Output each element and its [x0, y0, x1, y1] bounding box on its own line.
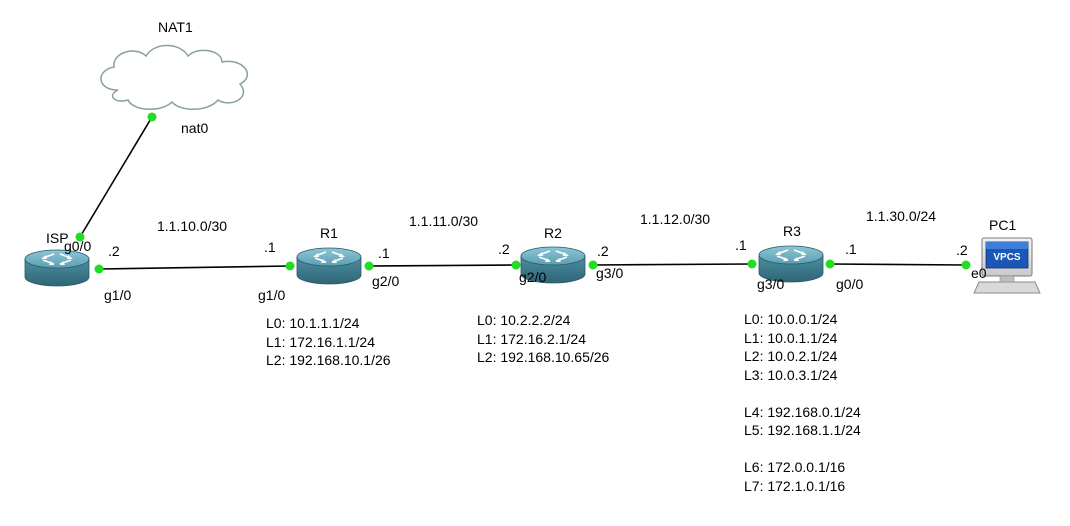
loopback-entry: L6: 172.0.0.1/16	[744, 459, 846, 475]
link-isp-r1[interactable]	[98, 265, 291, 270]
r3-g0-0-label: g0/0	[836, 276, 864, 292]
pc1-e0-label: e0	[971, 265, 987, 281]
r1-router-icon[interactable]	[296, 247, 362, 285]
loopback-entry: L1: 10.0.1.1/24	[744, 329, 838, 346]
nat-cloud-icon[interactable]	[100, 44, 248, 110]
port-r2-g2-0[interactable]	[511, 260, 521, 270]
subnet-r3-pc1: 1.1.30.0/24	[866, 208, 937, 224]
loopback-entry: L4: 192.168.0.1/24	[744, 403, 861, 420]
pc1-label: PC1	[989, 217, 1017, 233]
loopback-entry: L2: 10.0.2.1/24	[744, 348, 838, 364]
loopback-entry: L1: 172.16.2.1/24	[477, 330, 586, 347]
loopback-entry: L0: 10.2.2.2/24	[477, 312, 571, 328]
r2-loopbacks: L0: 10.2.2.2/24 L1: 172.16.2.1/24 L2: 19…	[477, 311, 609, 367]
loopback-entry: L0: 10.1.1.1/24	[266, 315, 360, 331]
loopback-entry: L3: 10.0.3.1/24	[744, 366, 838, 383]
isp-g0-0-label: g0/0	[64, 238, 92, 254]
loopback-entry: L1: 172.16.1.1/24	[266, 333, 375, 350]
isp-label: ISP	[46, 230, 69, 246]
port-r1-g2-0[interactable]	[364, 261, 374, 271]
subnet-isp-r1: 1.1.10.0/30	[157, 218, 228, 234]
port-nat1-nat0[interactable]	[147, 112, 157, 122]
port-r2-g3-0[interactable]	[588, 260, 598, 270]
link-r1-r2[interactable]	[368, 264, 517, 267]
r2-g3-0-host: .2	[597, 243, 609, 259]
port-r1-g1-0[interactable]	[285, 261, 295, 271]
r1-label: R1	[320, 225, 338, 241]
loopback-entry: L2: 192.168.10.65/26	[477, 349, 610, 365]
port-isp-g1-0[interactable]	[94, 264, 104, 274]
pc1-host: .2	[956, 242, 968, 258]
loopback-entry: L7: 172.1.0.1/16	[744, 477, 846, 494]
r2-label: R2	[544, 225, 562, 241]
r1-loopbacks: L0: 10.1.1.1/24 L1: 172.16.1.1/24 L2: 19…	[266, 314, 391, 370]
port-r3-g3-0[interactable]	[747, 259, 757, 269]
r1-g1-0-host: .1	[264, 239, 276, 255]
r1-g2-0-label: g2/0	[372, 273, 400, 289]
link-r3-pc1[interactable]	[829, 263, 967, 266]
loopback-entry: L2: 192.168.10.1/26	[266, 352, 391, 368]
r3-g3-0-label: g3/0	[757, 276, 785, 292]
link-nat1-isp[interactable]	[79, 116, 153, 238]
isp-g1-0-host: .2	[108, 243, 120, 259]
port-isp-g0-0[interactable]	[75, 232, 85, 242]
pc1-vpcs-icon[interactable]: VPCS	[973, 237, 1041, 294]
vpcs-screen-label: VPCS	[993, 252, 1021, 263]
r1-g2-0-host: .1	[378, 245, 390, 261]
r3-label: R3	[783, 223, 801, 239]
nat1-label: NAT1	[158, 19, 193, 35]
isp-router-icon[interactable]	[24, 249, 90, 287]
r1-g1-0-label: g1/0	[258, 287, 286, 303]
port-r3-g0-0[interactable]	[825, 259, 835, 269]
nat1-nat0-label: nat0	[181, 120, 209, 136]
subnet-r1-r2: 1.1.11.0/30	[409, 213, 479, 229]
port-pc1-e0[interactable]	[961, 260, 971, 270]
r2-g2-0-host: .2	[498, 241, 510, 257]
r3-loopbacks: L0: 10.0.0.1/24 L1: 10.0.1.1/24 L2: 10.0…	[744, 310, 861, 495]
r2-g3-0-label: g3/0	[596, 265, 624, 281]
r3-g0-0-host: .1	[845, 241, 857, 257]
loopback-entry: L5: 192.168.1.1/24	[744, 422, 861, 438]
r3-g3-0-host: .1	[735, 237, 747, 253]
loopback-entry: L0: 10.0.0.1/24	[744, 311, 838, 327]
isp-g1-0-label: g1/0	[104, 287, 132, 303]
subnet-r2-r3: 1.1.12.0/30	[640, 211, 711, 227]
r2-g2-0-label: g2/0	[519, 269, 547, 285]
link-r2-r3[interactable]	[592, 263, 753, 266]
